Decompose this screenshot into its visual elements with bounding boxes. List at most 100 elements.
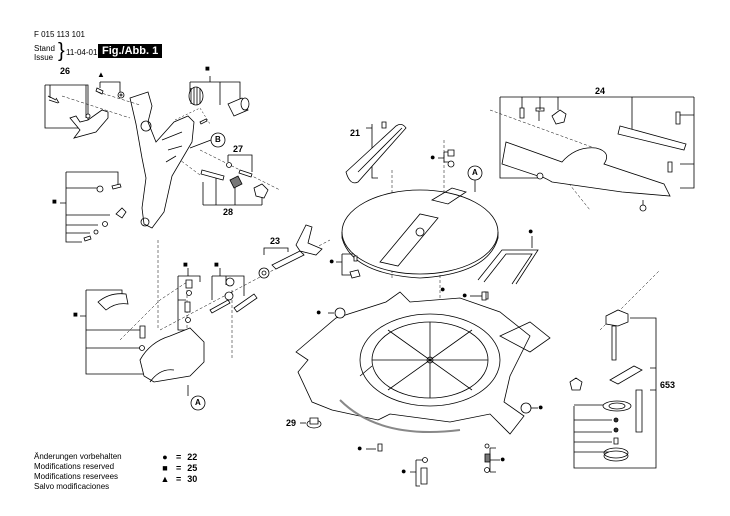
knob-icon xyxy=(253,183,269,199)
callout-27: 27 xyxy=(233,144,244,154)
knob-icon xyxy=(551,109,567,125)
screw-icon xyxy=(95,87,104,95)
circle-icon: ● xyxy=(162,452,168,462)
ref-a-upper xyxy=(467,165,483,192)
square-icon: ■ xyxy=(162,463,168,473)
note-en: Modifications reserved xyxy=(34,462,115,471)
bolt-icon xyxy=(233,293,258,313)
lever-wing xyxy=(295,224,323,256)
arc-part xyxy=(97,293,129,311)
ref-b-label: B xyxy=(215,135,221,144)
pin-icon xyxy=(535,107,545,121)
triangle-icon: ▲ xyxy=(160,474,170,484)
brace: } xyxy=(58,40,65,62)
fence-slide xyxy=(617,125,687,151)
callout-24: 24 xyxy=(595,86,606,96)
group-28 xyxy=(200,169,269,206)
square-marker: ■ xyxy=(205,64,210,73)
legend-equals: = xyxy=(176,474,182,484)
circle-marker: ● xyxy=(500,454,506,464)
arm-casting xyxy=(129,91,195,229)
spring-icon xyxy=(484,453,491,463)
legend-equals: = xyxy=(176,463,182,473)
group-square-left xyxy=(60,171,127,243)
pin-icon xyxy=(209,299,231,314)
ref-a-lower xyxy=(190,395,206,411)
group-square-mid-1 xyxy=(177,268,201,331)
turntable-disc xyxy=(341,187,499,279)
pin-icon xyxy=(200,169,225,181)
group-circle-disc-nut xyxy=(438,149,455,168)
screw-icon xyxy=(139,325,146,339)
modification-notes: Änderungen vorbehalten Modifications res… xyxy=(34,452,122,492)
knob-icon xyxy=(569,377,583,391)
base-casting xyxy=(295,291,551,435)
nut-icon xyxy=(447,149,455,157)
stand-label: Stand xyxy=(34,44,55,53)
square-marker: ■ xyxy=(52,197,57,206)
callout-23: 23 xyxy=(270,236,281,246)
clamp-knob xyxy=(605,309,629,327)
document-number: F 015 113 101 xyxy=(34,30,86,39)
callout-26: 26 xyxy=(60,66,71,76)
screw-icon xyxy=(519,107,525,119)
group-26 xyxy=(44,84,109,139)
group-square-mid-2 xyxy=(209,268,258,314)
circle-marker: ● xyxy=(462,290,468,300)
spring-icon xyxy=(188,86,204,106)
ref-b xyxy=(189,132,226,149)
issue-label: Issue xyxy=(34,53,54,62)
lever-handle xyxy=(271,250,305,270)
square-marker: ■ xyxy=(214,260,219,269)
circle-marker: ● xyxy=(430,152,436,162)
screw-icon xyxy=(377,443,383,452)
screw-icon xyxy=(47,95,60,104)
callout-28: 28 xyxy=(223,207,234,217)
bracket-part xyxy=(69,109,109,139)
square-marker: ■ xyxy=(183,260,188,269)
group-29 xyxy=(300,417,322,429)
screw-icon xyxy=(353,255,358,262)
screw-icon xyxy=(667,161,673,173)
washer-icon xyxy=(117,91,125,99)
callout-21: 21 xyxy=(350,128,361,138)
note-fr: Modifications reservees xyxy=(34,472,119,481)
group-square-spring xyxy=(174,76,250,125)
figure-label: Fig./Abb. 1 xyxy=(98,44,163,58)
clip-icon xyxy=(349,269,361,279)
screw-icon xyxy=(184,301,191,313)
issue-date: 11-04-01 xyxy=(66,48,98,57)
sleeve-icon xyxy=(227,97,250,117)
u-bar xyxy=(477,249,539,285)
group-24 xyxy=(499,96,695,212)
circle-marker: ● xyxy=(401,466,407,476)
housing-part xyxy=(139,327,205,383)
stand-issue-label: Stand Issue xyxy=(34,44,55,62)
screw-icon xyxy=(675,111,681,125)
triangle-marker: ▲ xyxy=(97,70,105,79)
legend-value: 22 xyxy=(187,452,198,462)
legend-value: 25 xyxy=(187,463,198,473)
ref-a-upper-label: A xyxy=(472,168,478,177)
circle-marker: ● xyxy=(440,284,446,294)
circle-marker: ● xyxy=(538,402,544,412)
legend-row-circle: ● = 22 xyxy=(160,452,197,463)
group-21 xyxy=(345,121,407,184)
pin-icon xyxy=(199,118,208,125)
group-circle-base-parts xyxy=(328,291,538,487)
screw-icon xyxy=(83,235,92,242)
circle-marker: ● xyxy=(528,226,534,236)
circle-marker: ● xyxy=(329,256,335,266)
legend-equals: = xyxy=(176,452,182,462)
fence-body xyxy=(501,141,671,197)
clamp-arm xyxy=(609,365,643,385)
group-653 xyxy=(569,309,657,469)
circle-marker: ● xyxy=(316,307,322,317)
callout-653: 653 xyxy=(660,380,676,390)
group-23 xyxy=(258,224,323,279)
clip-icon xyxy=(115,207,127,219)
bolt-icon xyxy=(420,467,428,485)
screw-icon xyxy=(481,291,487,301)
note-de: Änderungen vorbehalten xyxy=(34,452,122,461)
group-square-housing xyxy=(80,289,205,396)
